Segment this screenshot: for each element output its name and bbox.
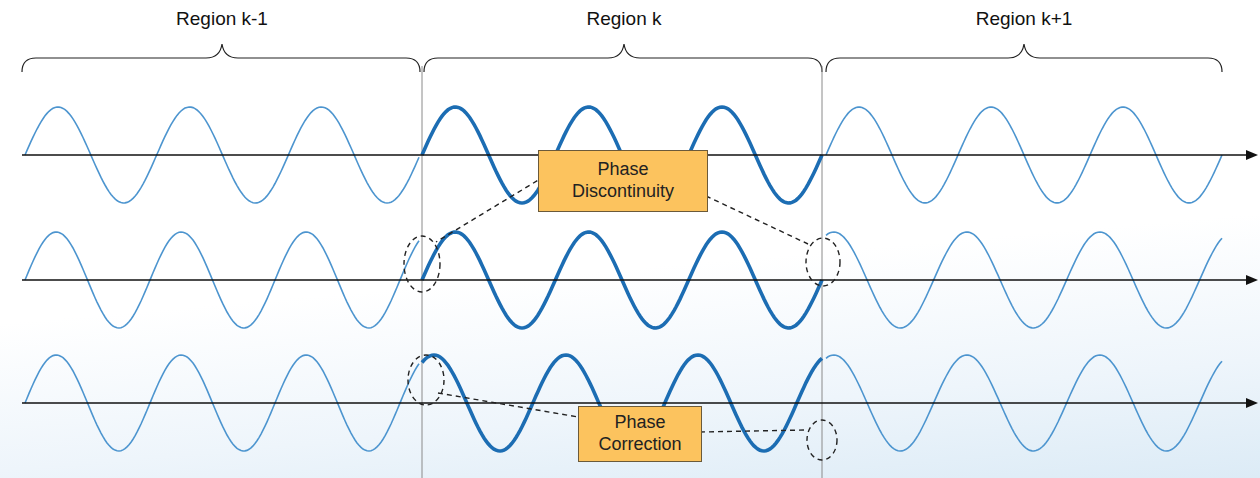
leader-line: [436, 176, 545, 242]
callout-box: Phase Correction: [578, 406, 702, 462]
dashed-circle: [408, 355, 444, 405]
region-label: Region k: [587, 8, 662, 30]
region-divider: [422, 66, 423, 478]
callout-text: Phase Discontinuity: [558, 159, 688, 202]
sine-waves: [25, 107, 1222, 451]
arrowhead: [1246, 398, 1258, 408]
brace: [424, 44, 822, 72]
dashed-circle: [404, 236, 440, 292]
brace: [22, 44, 420, 72]
leader-line: [438, 393, 584, 418]
leader-line: [706, 196, 808, 244]
region-braces: [22, 44, 1222, 72]
axis-arrowheads: [1246, 150, 1258, 408]
dashed-markers: [404, 176, 840, 460]
axis: [22, 279, 1248, 281]
brace: [826, 44, 1222, 72]
callout-box: Phase Discontinuity: [538, 150, 708, 212]
region-divider: [822, 66, 823, 478]
arrowhead: [1246, 275, 1258, 285]
dashed-circle: [807, 420, 837, 460]
time-axes: [22, 155, 1248, 403]
region-label: Region k-1: [176, 8, 268, 30]
axis: [22, 402, 1248, 404]
arrowhead: [1246, 150, 1258, 160]
callout-text: Phase Correction: [588, 412, 692, 455]
dashed-circle: [806, 238, 840, 286]
leader-line: [700, 430, 806, 432]
region-label: Region k+1: [976, 8, 1073, 30]
